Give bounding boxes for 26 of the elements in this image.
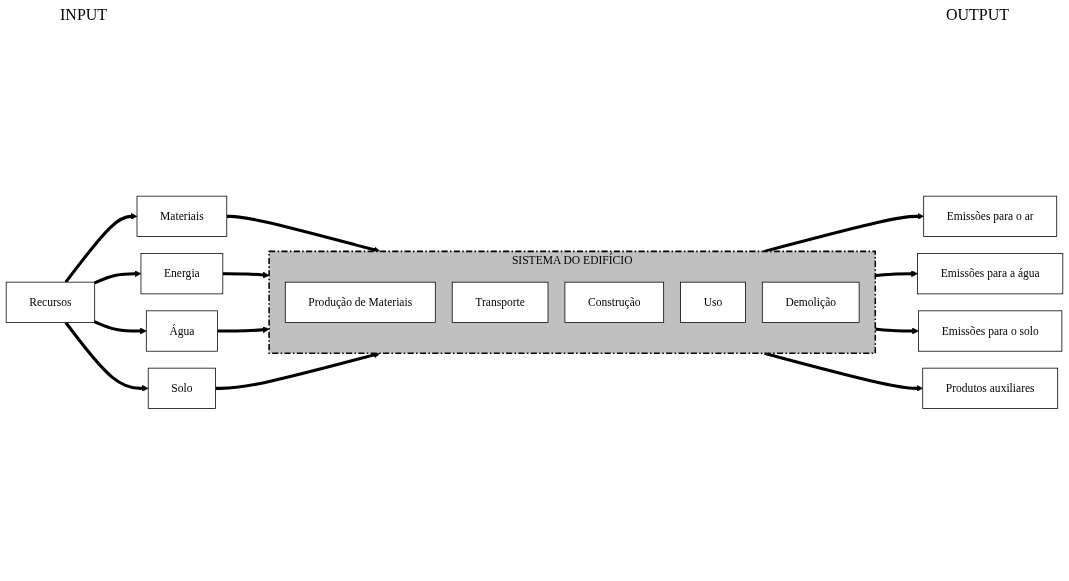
arrow bbox=[217, 326, 270, 334]
node-box: Solo bbox=[147, 367, 216, 410]
arrow bbox=[64, 321, 149, 392]
node-box: Construção bbox=[564, 281, 665, 324]
node-box: Emissões para a água bbox=[917, 253, 1064, 295]
node-box: Produtos auxiliares bbox=[922, 367, 1059, 410]
node-box: Emissões para o ar bbox=[923, 195, 1058, 238]
arrow bbox=[875, 327, 919, 335]
arrow bbox=[875, 270, 918, 278]
node-box: Materiais bbox=[136, 195, 228, 238]
arrow bbox=[222, 271, 270, 279]
arrow bbox=[64, 213, 138, 284]
node-box: Recursos bbox=[5, 281, 96, 324]
node-box: Energia bbox=[140, 253, 224, 295]
arrow bbox=[94, 320, 147, 335]
node-box: Transporte bbox=[451, 281, 549, 324]
node-box: Uso bbox=[680, 281, 746, 324]
node-box: Produção de Materiais bbox=[284, 281, 436, 324]
column-heading: OUTPUT bbox=[945, 6, 1009, 25]
arrow bbox=[764, 213, 924, 253]
node-box: Emissões para o solo bbox=[918, 310, 1063, 352]
arrow bbox=[764, 352, 924, 392]
node-box: Água bbox=[145, 310, 218, 352]
column-heading: INPUT bbox=[60, 6, 108, 25]
node-box: Demolição bbox=[761, 281, 860, 324]
arrow bbox=[94, 270, 142, 285]
